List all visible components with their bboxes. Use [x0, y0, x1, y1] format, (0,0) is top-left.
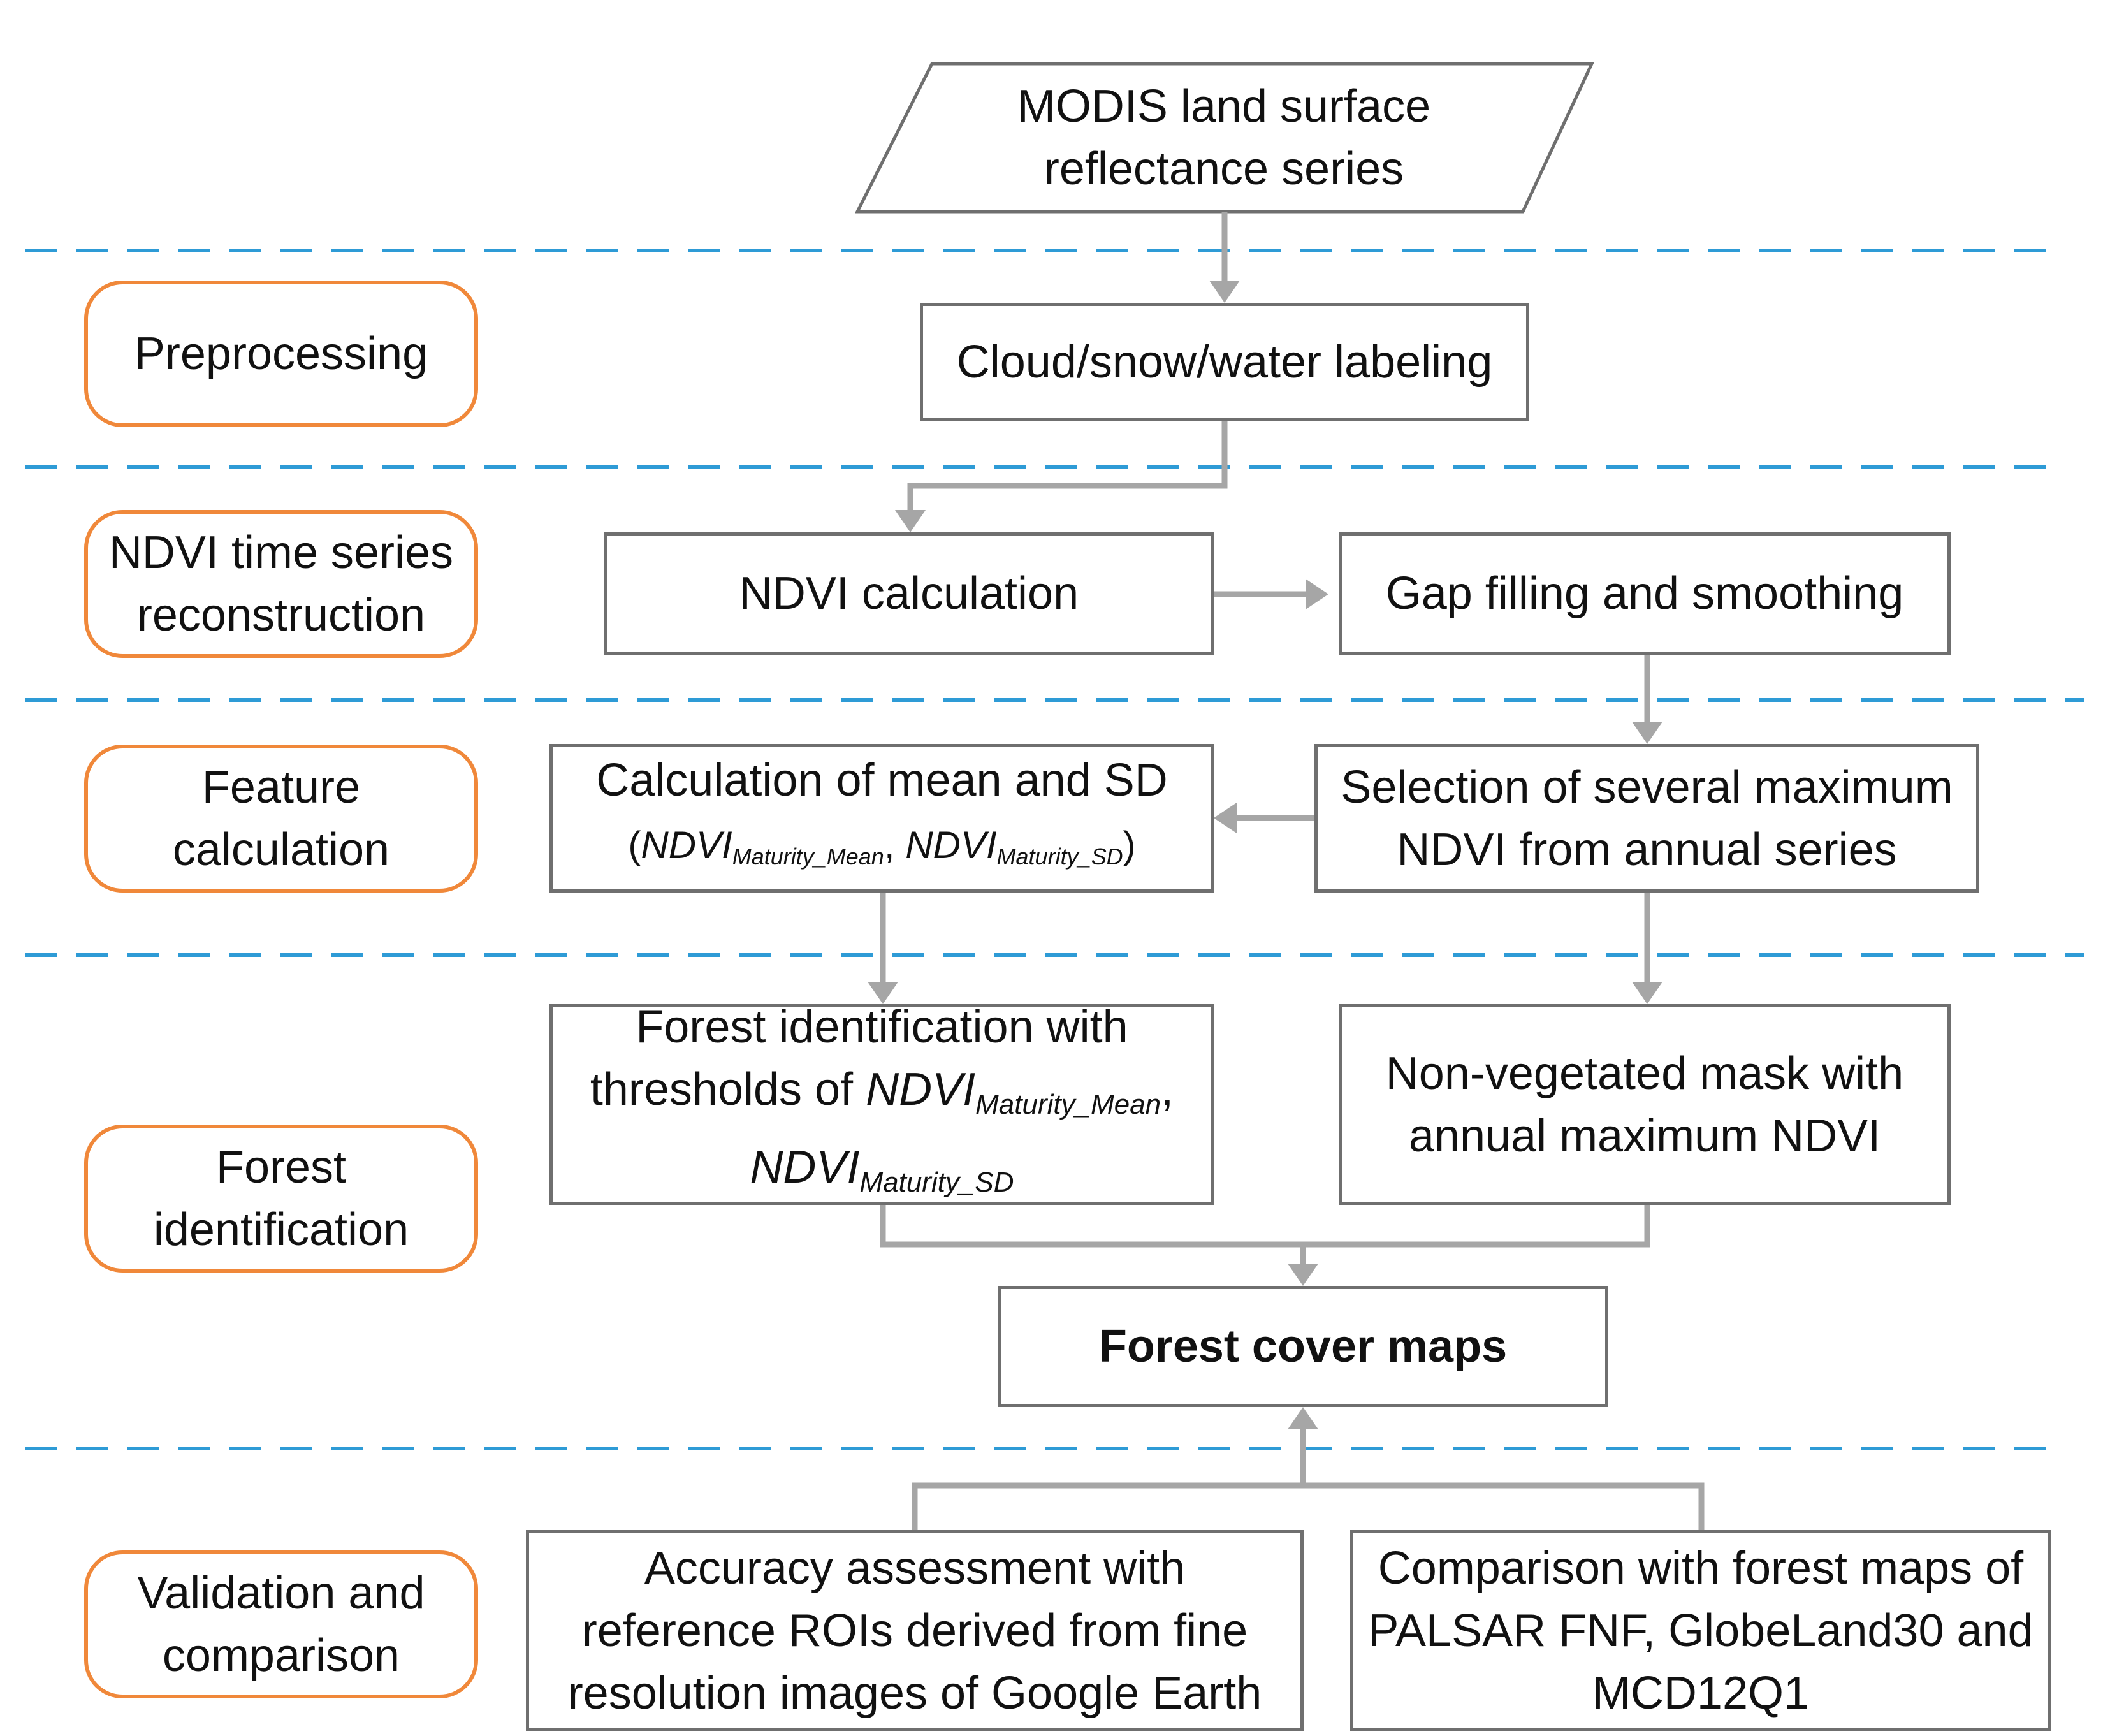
forest-id-sub-1: Maturity_Mean — [975, 1088, 1161, 1120]
box-accuracy-assessment: Accuracy assessment with reference ROIs … — [526, 1530, 1304, 1731]
comparison-line-2: PALSAR FNF, GlobeLand30 and — [1368, 1605, 2033, 1656]
box-selection-max: Selection of several maximum NDVI from a… — [1314, 744, 1979, 893]
nonveg-mask-line-2: annual maximum NDVI — [1408, 1110, 1881, 1162]
connector-forestid-mask-merge — [880, 1205, 1650, 1248]
arrowhead-ndvi — [895, 510, 926, 532]
gap-filling-text: Gap filling and smoothing — [1385, 568, 1904, 619]
accuracy-line-3: resolution images of Google Earth — [567, 1667, 1262, 1719]
arrowhead-cloud — [1209, 281, 1240, 303]
arrowhead-mask — [1632, 982, 1662, 1004]
stage-forest-identification: Forest identification — [84, 1125, 478, 1273]
forest-id-sub-2: Maturity_SD — [859, 1166, 1014, 1198]
forest-id-line-2: thresholds of NDVIMaturity_Mean, — [590, 1063, 1174, 1120]
box-ndvi-calculation: NDVI calculation — [604, 532, 1214, 655]
stage-feature-label-1: Feature — [201, 762, 361, 813]
box-mean-sd: Calculation of mean and SD (NDVIMaturity… — [549, 744, 1214, 893]
stage-validation-label-2: comparison — [162, 1630, 400, 1681]
nonveg-mask-line-1: Non-vegetated mask with — [1385, 1047, 1904, 1099]
forest-id-prefix: thresholds of — [590, 1063, 866, 1115]
mean-sd-ndvi-1: NDVI — [641, 823, 732, 866]
stage-feature-calculation: Feature calculation — [84, 745, 478, 893]
mean-sd-separator: , — [884, 823, 906, 866]
box-gap-filling: Gap filling and smoothing — [1339, 532, 1951, 655]
mean-sd-open-paren: ( — [628, 823, 641, 866]
arrowhead-forestcover-top — [1288, 1264, 1318, 1286]
stage-ndvi-label-2: reconstruction — [136, 590, 426, 641]
forest-id-comma: , — [1161, 1063, 1174, 1115]
forest-id-ndvi-1: NDVI — [866, 1063, 976, 1115]
stage-forest-label-1: Forest — [215, 1142, 347, 1193]
comparison-line-1: Comparison with forest maps of — [1378, 1542, 2024, 1594]
stage-preprocessing: Preprocessing — [84, 281, 478, 427]
stage-validation-label-1: Validation and — [137, 1568, 425, 1619]
mean-sd-sub-2: Maturity_SD — [996, 843, 1123, 870]
box-forest-cover-maps: Forest cover maps — [998, 1286, 1608, 1407]
box-cloud-labeling: Cloud/snow/water labeling — [920, 303, 1529, 421]
mean-sd-ndvi-2: NDVI — [905, 823, 997, 866]
stage-validation: Validation and comparison — [84, 1550, 478, 1698]
arrowheads — [868, 281, 1662, 1429]
ndvi-calculation-text: NDVI calculation — [739, 568, 1079, 619]
accuracy-line-2: reference ROIs derived from fine — [581, 1605, 1248, 1656]
stage-forest-label-2: identification — [153, 1204, 409, 1255]
stage-ndvi-reconstruction: NDVI time series reconstruction — [84, 510, 478, 658]
cloud-labeling-text: Cloud/snow/water labeling — [956, 336, 1493, 388]
forest-id-ndvi-2: NDVI — [750, 1141, 860, 1193]
selection-max-line-2: NDVI from annual series — [1397, 824, 1897, 875]
forest-id-line-3: NDVIMaturity_SD — [750, 1141, 1014, 1198]
connectors — [880, 212, 1705, 1530]
mean-sd-sub-1: Maturity_Mean — [732, 843, 884, 870]
arrowhead-gap — [1306, 579, 1328, 609]
accuracy-line-1: Accuracy assessment with — [644, 1542, 1186, 1594]
box-comparison: Comparison with forest maps of PALSAR FN… — [1350, 1530, 2051, 1731]
comparison-line-3: MCD12Q1 — [1592, 1667, 1810, 1719]
stage-feature-label-2: calculation — [172, 824, 390, 875]
input-line-1: MODIS land surface — [1017, 81, 1431, 132]
selection-max-line-1: Selection of several maximum — [1341, 761, 1953, 813]
forest-cover-maps-text: Forest cover maps — [1098, 1321, 1508, 1372]
forest-id-line-1: Forest identification with — [636, 1001, 1128, 1053]
box-forest-identification: Forest identification with thresholds of… — [549, 1001, 1214, 1205]
input-parallelogram — [854, 62, 1594, 214]
stage-ndvi-label-1: NDVI time series — [108, 527, 454, 578]
box-nonveg-mask: Non-vegetated mask with annual maximum N… — [1339, 1004, 1951, 1205]
connector-validation-merge — [912, 1482, 1705, 1530]
arrowhead-selection — [1632, 722, 1662, 744]
mean-sd-line-1: Calculation of mean and SD — [596, 754, 1168, 806]
arrowhead-meansd — [1214, 803, 1237, 833]
arrowhead-forestcover-bottom — [1288, 1407, 1318, 1429]
mean-sd-line-2: (NDVIMaturity_Mean, NDVIMaturity_SD) — [628, 823, 1136, 870]
stage-preprocessing-label: Preprocessing — [134, 328, 428, 379]
input-line-2: reflectance series — [1044, 143, 1404, 194]
mean-sd-close-paren: ) — [1123, 823, 1136, 866]
separators — [25, 249, 2084, 1450]
input-data-node: MODIS land surface reflectance series — [851, 64, 1597, 212]
arrowhead-forestid — [868, 982, 898, 1004]
arrow-cloud-to-ndvi — [907, 421, 1228, 523]
